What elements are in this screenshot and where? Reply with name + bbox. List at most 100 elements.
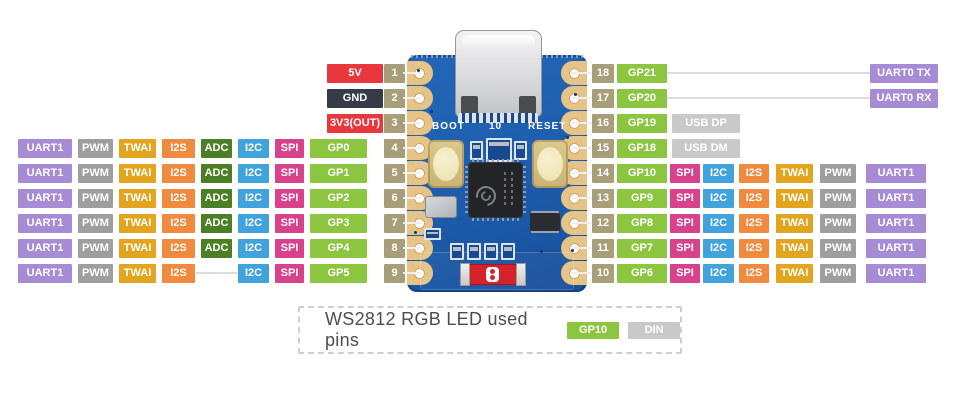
- gp-badge-gp19: GP19: [617, 113, 667, 133]
- boot-silkscreen-label: BOOT: [432, 121, 465, 132]
- pin-number-2: 2: [384, 88, 405, 108]
- pin-number-3: 3: [384, 113, 405, 133]
- connector-line: [572, 197, 592, 199]
- power-badge-3v3(out): 3V3(OUT): [327, 113, 383, 133]
- usb-sheen: [462, 35, 535, 49]
- func-badge-i2c: I2C: [238, 138, 269, 158]
- chip-marking: [511, 172, 513, 208]
- func-badge-pwm: PWM: [820, 188, 856, 208]
- func-badge-i2c: I2C: [703, 163, 734, 183]
- func-badge-spi: SPI: [670, 188, 700, 208]
- legend-din-badge: DIN: [628, 321, 681, 339]
- boot-button: [428, 140, 464, 188]
- connector-line: [572, 147, 592, 149]
- func-badge-pwm: PWM: [78, 213, 113, 233]
- small-ic: [486, 138, 512, 162]
- func-badge-uart1: UART1: [866, 163, 926, 183]
- gp-badge-gp9: GP9: [617, 188, 667, 208]
- pin-number-4: 4: [384, 138, 405, 158]
- chip-pins-left: [465, 166, 468, 214]
- func-badge-i2s: I2S: [162, 188, 195, 208]
- gp-badge-gp0: GP0: [310, 138, 367, 158]
- connector-line: [403, 272, 421, 274]
- pin-number-12: 12: [592, 213, 614, 233]
- func-badge-spi: SPI: [275, 188, 304, 208]
- func-badge-i2c: I2C: [703, 213, 734, 233]
- led-terminal: [460, 263, 470, 286]
- func-badge-i2c: I2C: [238, 213, 269, 233]
- gp-badge-gp10: GP10: [617, 163, 667, 183]
- connector-line: [572, 72, 592, 74]
- func-badge-spi: SPI: [670, 263, 700, 283]
- func-badge-spi: SPI: [670, 163, 700, 183]
- func-badge-uart1: UART1: [866, 238, 926, 258]
- led-die: [486, 267, 499, 282]
- func-badge-adc: ADC: [201, 188, 232, 208]
- func-badge-spi: SPI: [275, 163, 304, 183]
- power-ic: [530, 213, 560, 231]
- func-badge-twai: TWAI: [776, 213, 813, 233]
- connector-line: [572, 272, 592, 274]
- gp-badge-gp18: GP18: [617, 138, 667, 158]
- func-badge-pwm: PWM: [820, 213, 856, 233]
- func-badge-adc: ADC: [201, 163, 232, 183]
- func-badge-twai: TWAI: [776, 163, 813, 183]
- passive-component: [424, 228, 441, 240]
- power-badge-5v: 5V: [327, 63, 383, 83]
- usb-solder-pins: [458, 113, 538, 123]
- func-badge-uart1: UART1: [866, 188, 926, 208]
- connector-line: [572, 172, 592, 174]
- func-badge-twai: TWAI: [119, 238, 156, 258]
- func-badge-pwm: PWM: [78, 138, 113, 158]
- esp32-c3-chip: [465, 159, 526, 221]
- func-badge-spi: SPI: [670, 238, 700, 258]
- connector-line: [572, 247, 592, 249]
- passive-component: [484, 243, 498, 260]
- func-badge-twai: TWAI: [119, 213, 156, 233]
- func-badge-uart1: UART1: [18, 263, 72, 283]
- tail-badge-usb-dm: USB DM: [672, 138, 740, 158]
- connector-line: [403, 222, 421, 224]
- func-badge-adc: ADC: [201, 213, 232, 233]
- reset-silkscreen-label: RESET: [528, 121, 567, 132]
- func-badge-pwm: PWM: [820, 263, 856, 283]
- legend-text: WS2812 RGB LED used pins: [325, 309, 528, 350]
- func-badge-i2s: I2S: [739, 163, 769, 183]
- func-badge-i2c: I2C: [238, 263, 269, 283]
- func-badge-i2s: I2S: [162, 213, 195, 233]
- func-badge-i2s: I2S: [739, 188, 769, 208]
- func-badge-pwm: PWM: [820, 163, 856, 183]
- func-badge-pwm: PWM: [78, 188, 113, 208]
- ws2812-legend-box: WS2812 RGB LED used pins GP10 DIN: [298, 306, 682, 354]
- pin-number-14: 14: [592, 163, 614, 183]
- gp-badge-gp2: GP2: [310, 188, 367, 208]
- connector-line: [403, 122, 421, 124]
- pin-number-9: 9: [384, 263, 405, 283]
- func-badge-spi: SPI: [275, 138, 304, 158]
- func-badge-twai: TWAI: [776, 238, 813, 258]
- func-badge-i2c: I2C: [238, 163, 269, 183]
- usb-c-connector: [455, 30, 542, 117]
- pin10-silkscreen-label: 10: [489, 121, 503, 132]
- func-badge-spi: SPI: [670, 213, 700, 233]
- func-badge-spi: SPI: [275, 213, 304, 233]
- chip-pins-top: [472, 159, 519, 162]
- tail-badge-uart0-tx: UART0 TX: [870, 63, 938, 83]
- connector-line: [196, 272, 237, 274]
- pin-number-11: 11: [592, 238, 614, 258]
- func-badge-spi: SPI: [275, 263, 304, 283]
- func-badge-uart1: UART1: [18, 163, 72, 183]
- espressif-logo: [472, 182, 500, 210]
- gp-badge-gp5: GP5: [310, 263, 367, 283]
- func-badge-twai: TWAI: [119, 163, 156, 183]
- pin-number-17: 17: [592, 88, 614, 108]
- func-badge-twai: TWAI: [776, 188, 813, 208]
- pin-number-8: 8: [384, 238, 405, 258]
- func-badge-i2c: I2C: [238, 188, 269, 208]
- func-badge-i2c: I2C: [703, 188, 734, 208]
- chip-pins-right: [523, 166, 526, 214]
- pin-number-10: 10: [592, 263, 614, 283]
- pin-number-15: 15: [592, 138, 614, 158]
- connector-line: [667, 72, 870, 74]
